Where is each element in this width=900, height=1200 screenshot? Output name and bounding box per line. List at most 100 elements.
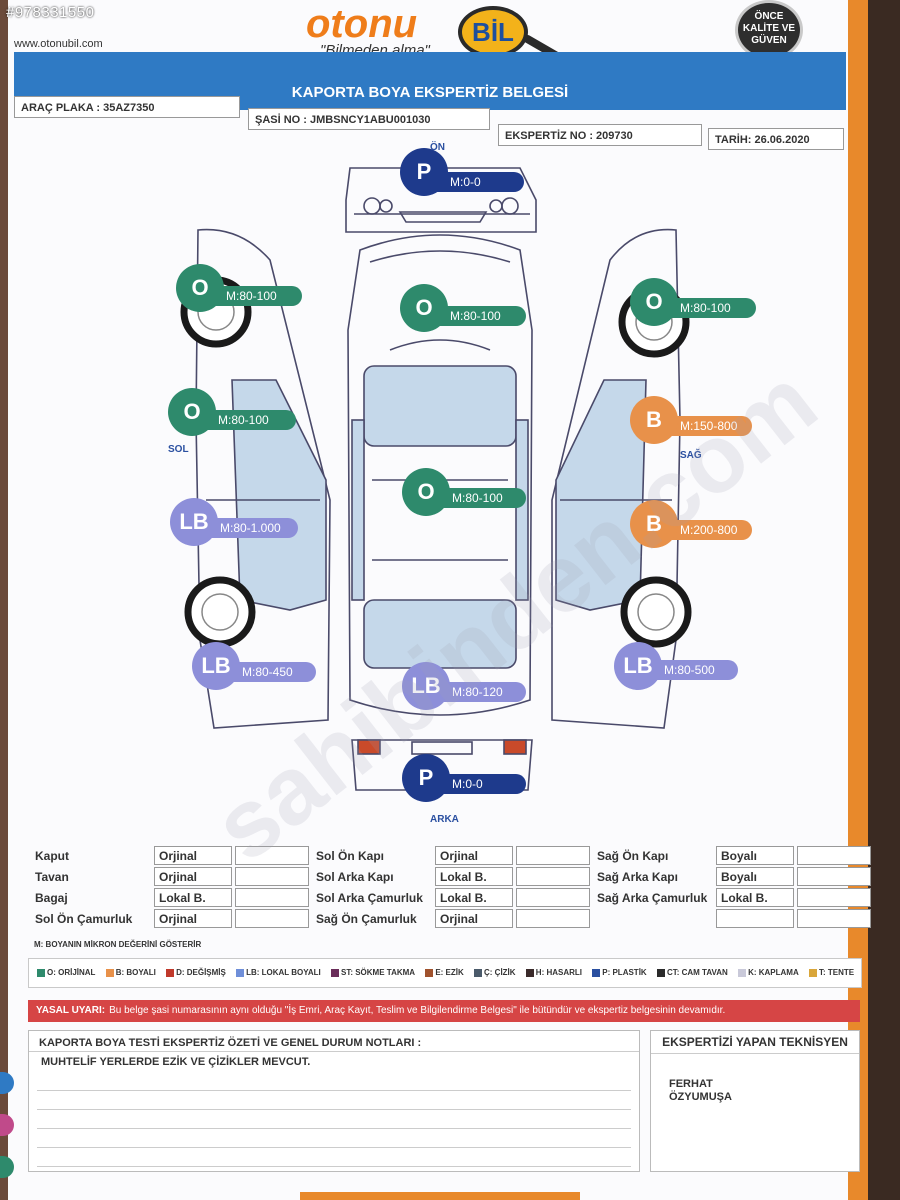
- marker-badge-right-front-fender: O: [630, 278, 678, 326]
- notes-line: [37, 1148, 631, 1167]
- legend-item: Ç: ÇİZİK: [474, 959, 516, 987]
- part-status: Lokal B.: [154, 888, 232, 907]
- car-diagram: [180, 167, 692, 791]
- legend-label: P: PLASTİK: [602, 968, 647, 977]
- plate-field: ARAÇ PLAKA : 35AZ7350: [14, 96, 240, 118]
- marker-badge-left-rear-door: LB: [170, 498, 218, 546]
- part-status: [716, 909, 794, 928]
- legend-item: CT: CAM TAVAN: [656, 959, 728, 987]
- part-status: Boyalı: [716, 867, 794, 886]
- part-status: Lokal B.: [716, 888, 794, 907]
- notes-line: [37, 1129, 631, 1148]
- table-row: Sol Ön Çamurluk Orjinal Sağ Ön Çamurluk …: [31, 909, 871, 928]
- warning-text: Bu belge şasi numarasının aynı olduğu "İ…: [109, 1005, 726, 1016]
- part-status: Orjinal: [435, 909, 513, 928]
- legend-swatch: [425, 968, 434, 977]
- legend-item: H: HASARLI: [525, 959, 583, 987]
- footer-strip: [300, 1192, 580, 1200]
- legend-label: T: TENTE: [818, 968, 855, 977]
- technician-heading: EKSPERTİZİ YAPAN TEKNİSYEN: [651, 1031, 859, 1054]
- legend-label: CT: CAM TAVAN: [666, 968, 728, 977]
- table-row: Tavan Orjinal Sol Arka Kapı Lokal B. Sağ…: [31, 867, 871, 886]
- table-row: Bagaj Lokal B. Sol Arka Çamurluk Lokal B…: [31, 888, 871, 907]
- rear-light-right: [503, 739, 527, 755]
- notes-line: [37, 1110, 631, 1129]
- marker-value-right-rear-fender: M:80-500: [638, 660, 738, 680]
- front-grille: [398, 211, 488, 223]
- part-status: Orjinal: [154, 867, 232, 886]
- logo-brand: otonu: [306, 2, 418, 46]
- background-edge: [868, 0, 900, 1200]
- notes-heading: KAPORTA BOYA TESTİ EKSPERTİZ ÖZETİ VE GE…: [29, 1031, 639, 1052]
- right-label: SAĞ: [680, 450, 702, 461]
- left-side-body: [195, 228, 331, 729]
- legend-item: ST: SÖKME TAKMA: [331, 959, 415, 987]
- legend-swatch: [236, 968, 245, 977]
- legend-swatch: [37, 968, 45, 977]
- marker-badge-right-front-door: B: [630, 396, 678, 444]
- legend-item: O: ORİJİNAL: [37, 959, 95, 987]
- marker-value-roof: M:80-100: [426, 488, 526, 508]
- marker-badge-right-rear-fender: LB: [614, 642, 662, 690]
- marker-value-front: M:0-0: [424, 172, 524, 192]
- windshield: [363, 365, 517, 447]
- part-name: Sağ Arka Çamurluk: [597, 890, 708, 905]
- legend-swatch: [656, 968, 665, 977]
- right-side-body: [551, 228, 681, 729]
- part-status: Boyalı: [716, 846, 794, 865]
- marker-value-trunk: M:80-120: [426, 682, 526, 702]
- report-number-field: EKSPERTİZ NO : 209730: [498, 124, 702, 146]
- legend-item: K: KAPLAMA: [738, 959, 799, 987]
- legend-swatch: [166, 968, 175, 977]
- legend-item: T: TENTE: [808, 959, 855, 987]
- date-field: TARİH: 26.06.2020: [708, 128, 844, 150]
- logo-bil: BİL: [472, 17, 514, 47]
- part-status: Orjinal: [435, 846, 513, 865]
- legend-item: D: DEĞİŞMİŞ: [166, 959, 226, 987]
- notes-line: [37, 1072, 631, 1091]
- part-name: Bagaj: [35, 890, 68, 905]
- listing-number: #978331550: [6, 4, 95, 21]
- legend-swatch: [525, 968, 534, 977]
- marker-value-right-rear-door: M:200-800: [654, 520, 752, 540]
- rear-window: [363, 599, 517, 669]
- right-window-top: [515, 419, 529, 601]
- quality-seal: ÖNCE KALİTE VE GÜVEN: [735, 0, 803, 60]
- legend-label: K: KAPLAMA: [748, 968, 799, 977]
- rear-light-left: [357, 739, 381, 755]
- marker-badge-right-rear-door: B: [630, 500, 678, 548]
- legend-label: D: DEĞİŞMİŞ: [176, 968, 226, 977]
- part-extra: [797, 846, 871, 865]
- notes-text: MUHTELİF YERLERDE EZİK VE ÇİZİKLER MEVCU…: [41, 1056, 311, 1068]
- legend-label: B: BOYALI: [115, 968, 156, 977]
- legend-item: P: PLASTİK: [592, 959, 647, 987]
- seal-line: KALİTE VE: [742, 23, 796, 34]
- part-extra: [516, 846, 590, 865]
- legend-label: H: HASARLI: [535, 968, 583, 977]
- legend-swatch: [474, 968, 482, 977]
- legal-warning: YASAL UYARI:Bu belge şasi numarasının ay…: [28, 1000, 860, 1022]
- part-extra: [516, 867, 590, 886]
- part-status: Orjinal: [154, 846, 232, 865]
- part-name: Sol Ön Çamurluk: [35, 911, 133, 926]
- side-tab: [0, 1072, 14, 1094]
- legend-swatch: [105, 968, 114, 977]
- part-status: Orjinal: [154, 909, 232, 928]
- part-status: Lokal B.: [435, 888, 513, 907]
- technician-name: FERHAT ÖZYUMUŞA: [651, 1054, 859, 1104]
- micron-note: M: BOYANIN MİKRON DEĞERİNİ GÖSTERİR: [34, 940, 202, 949]
- part-extra: [516, 888, 590, 907]
- marker-badge-roof: O: [402, 468, 450, 516]
- front-label: ÖN: [430, 142, 445, 153]
- legend-item: B: BOYALI: [105, 959, 156, 987]
- marker-badge-rear-bumper: P: [402, 754, 450, 802]
- marker-badge-left-front-door: O: [168, 388, 216, 436]
- part-extra: [516, 909, 590, 928]
- headlight-left: [363, 197, 381, 215]
- part-extra: [797, 867, 871, 886]
- headlight-right-inner: [489, 199, 503, 213]
- legend-swatch: [808, 968, 817, 977]
- technician-first-name: FERHAT: [669, 1078, 713, 1090]
- left-rear-wheel: [184, 576, 256, 648]
- hood-line-1: [369, 250, 511, 263]
